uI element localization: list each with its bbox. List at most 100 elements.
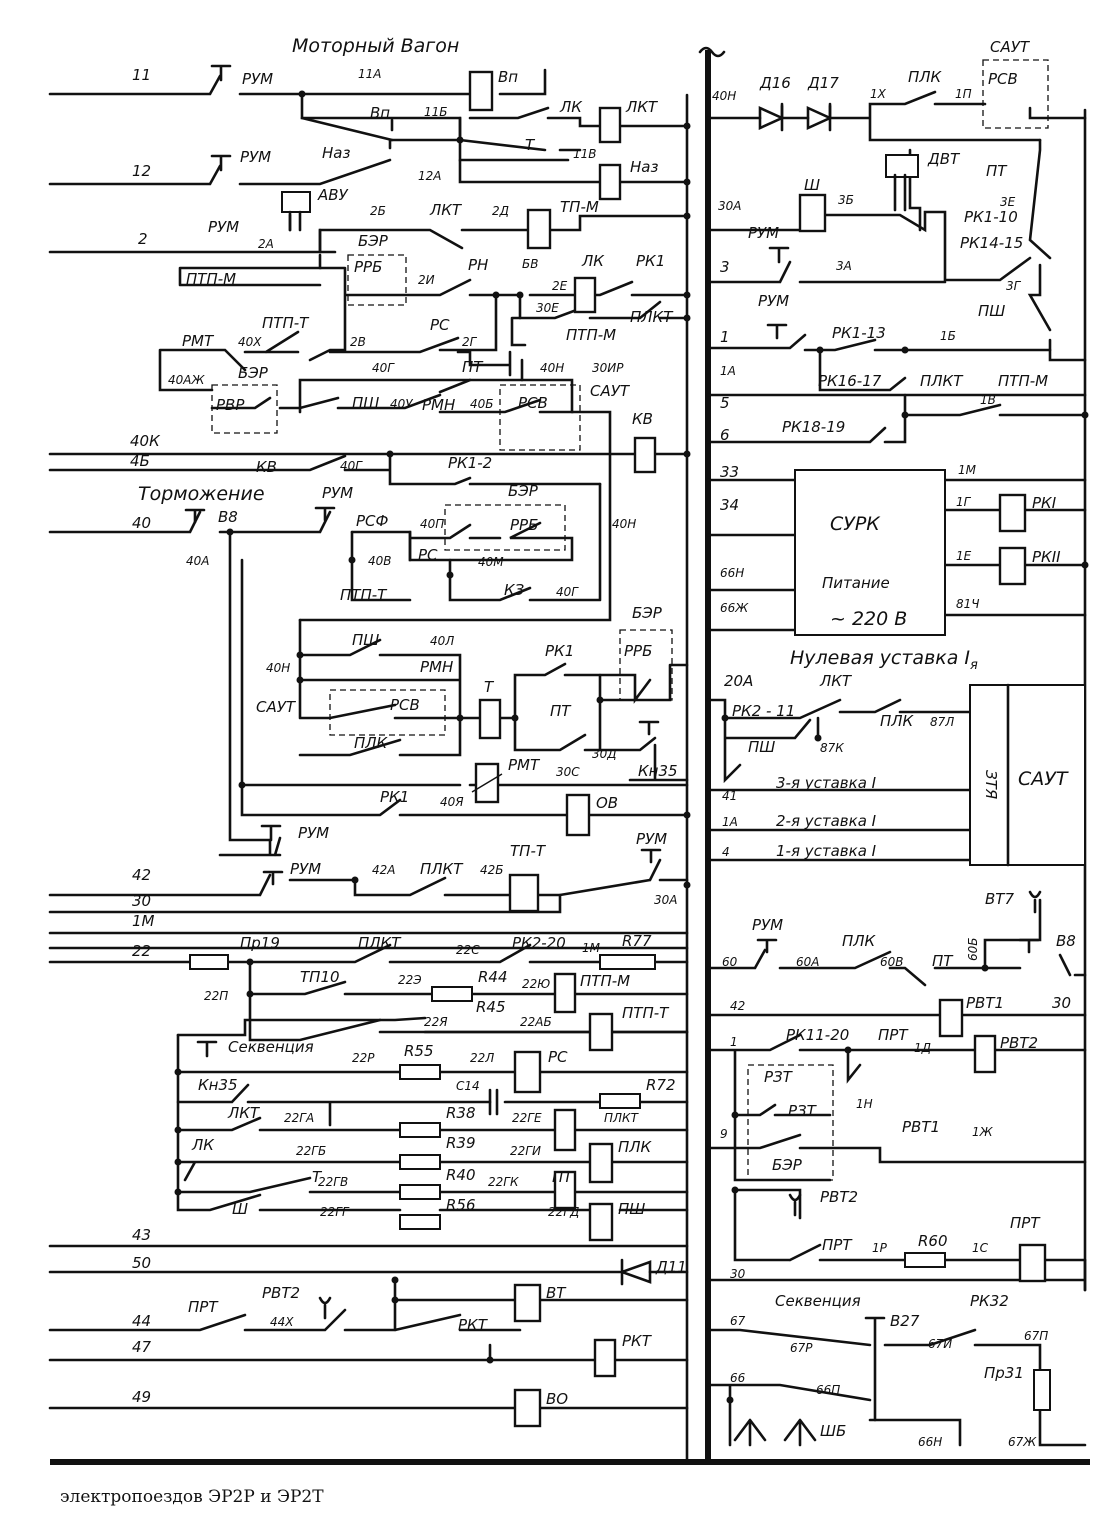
component-label: ПЛК xyxy=(908,68,943,86)
wire-label: 42 xyxy=(730,999,745,1013)
component-label: БЭР xyxy=(508,482,539,500)
component-label: ПРТ xyxy=(878,1026,909,1044)
component-label: КВ xyxy=(632,410,653,428)
component-label: РУМ xyxy=(242,70,273,88)
component-label: РМН xyxy=(420,658,453,676)
component-label: 2В xyxy=(350,335,366,349)
heading-motor-car: Моторный Вагон xyxy=(292,35,459,57)
component-label: ПЛК xyxy=(618,1138,653,1156)
wire-label: 41 xyxy=(722,789,737,803)
component-label: ЛКТ xyxy=(625,98,659,116)
component-label: 1Д xyxy=(914,1041,931,1055)
component-label: ПШ xyxy=(618,1200,645,1218)
component-label: 40Н xyxy=(540,361,564,375)
component-label: 40У xyxy=(390,397,413,411)
component-label: R55 xyxy=(404,1042,434,1060)
component-label: 3Е xyxy=(1000,195,1016,209)
component-label: 22Э xyxy=(398,973,422,987)
component-label: 1Р xyxy=(872,1241,888,1255)
component-label: ШБ xyxy=(820,1422,846,1440)
component-label: 40Г xyxy=(556,585,579,599)
component-label: 2Е xyxy=(552,279,568,293)
component-label: РУМ xyxy=(240,148,271,166)
component-label: 22Ю xyxy=(522,977,550,991)
component-label: 3-я уставка I xyxy=(776,774,877,792)
component-label: ПЛКТ xyxy=(420,860,464,878)
component-label: 40Н xyxy=(266,661,290,675)
wire-label: 30 xyxy=(132,892,151,910)
wire-label: 40 xyxy=(132,514,151,532)
component-label: 2-я уставка I xyxy=(776,812,877,830)
component-label: R45 xyxy=(476,998,506,1016)
component-label: ОВ xyxy=(596,794,618,812)
component-label: ЛК xyxy=(559,98,583,116)
component-label: ПЛКТ xyxy=(604,1111,640,1125)
component-label: РС xyxy=(430,316,450,334)
component-label: РСВ xyxy=(390,696,420,714)
component-label: R60 xyxy=(918,1232,948,1250)
push-buttons xyxy=(184,64,1042,1422)
component-label: РС xyxy=(418,546,438,564)
component-label: 42А xyxy=(372,863,395,877)
component-label: 40АЖ xyxy=(168,373,205,387)
component-label: АВУ xyxy=(317,186,349,204)
component-label: РЗТ xyxy=(764,1068,794,1086)
component-label: РРБ xyxy=(624,642,652,660)
component-label: ПШ xyxy=(352,631,379,649)
page-caption: электропоездов ЭР2Р и ЭР2Т xyxy=(60,1487,324,1507)
component-label: РКТ xyxy=(458,1316,489,1334)
component-label: R40 xyxy=(446,1166,476,1184)
component-label: Ш xyxy=(804,176,820,194)
component-label: Д11 xyxy=(655,1258,687,1276)
wire-label: 1 xyxy=(730,1035,738,1049)
component-label: 3Г xyxy=(1006,279,1022,293)
component-label: 22АБ xyxy=(520,1015,552,1029)
component-label: РВТ1 xyxy=(966,994,1004,1012)
component-label: РУМ xyxy=(322,484,353,502)
wire-label: 1М xyxy=(132,912,155,930)
component-label: РЗТ xyxy=(788,1102,818,1120)
component-label: 40Б xyxy=(470,397,494,411)
component-label: 1Н xyxy=(856,1097,873,1111)
component-label: ТП10 xyxy=(300,968,340,986)
component-label: В27 xyxy=(890,1312,920,1330)
component-label: ПРТ xyxy=(1010,1214,1041,1232)
component-label: 22ГЕ xyxy=(512,1111,542,1125)
component-label: ПЛК xyxy=(842,932,877,950)
component-label: 40В xyxy=(368,554,392,568)
device-boxes xyxy=(211,59,1086,1181)
component-label: РС xyxy=(548,1048,568,1066)
component-label: БЭР xyxy=(358,232,389,250)
wire-label: 2 xyxy=(138,230,148,248)
component-label: 1-я уставка I xyxy=(776,842,877,860)
component-label: БЭР xyxy=(772,1156,803,1174)
component-label: ЛК xyxy=(191,1136,215,1154)
component-label: САУТ xyxy=(590,382,631,400)
wire-label: 30 xyxy=(730,1267,746,1281)
wire-label: 6 xyxy=(720,426,730,444)
component-label: РК2-20 xyxy=(512,934,566,952)
component-label: R77 xyxy=(622,932,652,950)
component-label: РК18-19 xyxy=(782,418,845,436)
component-label: 22ГК xyxy=(488,1175,519,1189)
wire-label: 66Ж xyxy=(720,601,749,615)
wire-label: 34 xyxy=(720,496,739,514)
component-label: ЛК xyxy=(581,252,605,270)
heading-sequence-right: Секвенция xyxy=(775,1292,861,1310)
component-label: Кн35 xyxy=(198,1076,238,1094)
wire-label: 20А xyxy=(724,672,753,690)
wire-label: 4Б xyxy=(130,452,150,470)
component-label: РУМ xyxy=(752,916,783,934)
wire-label: 60 xyxy=(722,955,738,969)
component-label: 40М xyxy=(478,555,504,569)
component-label: 60А xyxy=(796,955,819,969)
component-label: 1М xyxy=(958,463,977,477)
component-label: 40Г xyxy=(340,459,363,473)
wire-label: 67 xyxy=(730,1314,746,1328)
wire-label: 40Н xyxy=(712,89,736,103)
component-label: 60Б xyxy=(966,937,980,961)
left-wire-numbers: 11 12 2 40К 4Б 40 42 30 1М 22 43 50 44 4… xyxy=(130,66,161,1406)
component-label: 22П xyxy=(204,989,228,1003)
component-label: РК32 xyxy=(970,1292,1009,1310)
